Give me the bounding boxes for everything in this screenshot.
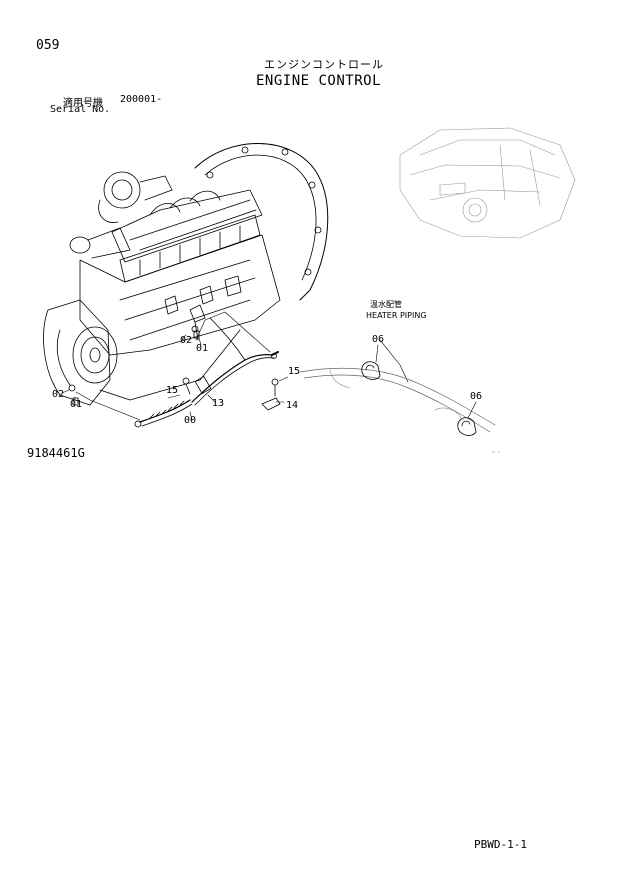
cab-outline-faded: [399, 127, 576, 239]
heater-piping: [299, 339, 496, 436]
engine-illustration: [43, 143, 329, 406]
serial-label-english: Serial No.: [50, 104, 111, 115]
callout-06-upper: 06: [372, 334, 384, 345]
bolt-part-15-lower: [182, 377, 191, 395]
callout-02-upper: 02: [180, 335, 192, 346]
footer-code: PBWD-1-1: [474, 838, 527, 851]
engine-control-cable: [134, 317, 279, 428]
callout-14: 14: [286, 400, 298, 411]
fasteners-upper: [191, 325, 200, 339]
bolt-part-15: [271, 378, 279, 397]
page-title: ENGINE CONTROL: [256, 73, 382, 89]
callout-06-lower: 06: [470, 391, 482, 402]
serial-label-japanese: 適用号機: [63, 98, 103, 109]
callout-13: 13: [212, 398, 224, 409]
heater-piping-label-japanese: 温水配管: [370, 299, 402, 309]
fasteners-left: [68, 384, 79, 406]
callout-15-right: 15: [288, 366, 300, 377]
callout-15-left: 15: [166, 385, 178, 396]
title-japanese: エンジンコントロール: [264, 58, 384, 71]
bracket-part-14: [261, 397, 281, 411]
leader-lines: [61, 311, 289, 421]
page-number: 059: [36, 38, 60, 53]
serial-value: 200001-: [120, 94, 163, 105]
callout-02-left: 02: [52, 389, 64, 400]
callout-00: 00: [184, 415, 196, 426]
drawing-number: 9184461G: [27, 446, 85, 460]
callout-01-upper: 01: [196, 343, 208, 354]
heater-piping-label: HEATER PIPING: [366, 311, 427, 320]
callout-01-left: 01: [70, 399, 82, 410]
